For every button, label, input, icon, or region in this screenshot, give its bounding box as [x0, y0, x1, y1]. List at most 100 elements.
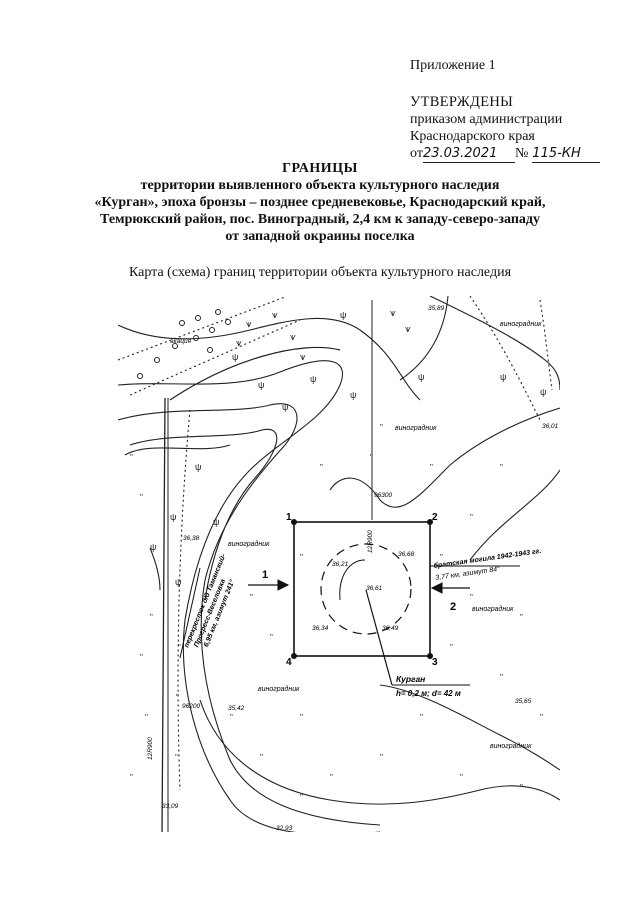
direction-2-label: братская могила 1942-1943 гг. 3,77 км, а… [433, 547, 542, 582]
contour-line [399, 296, 449, 381]
title-line-4: Темрюкский район, пос. Виноградный, 2,4 … [100, 212, 540, 227]
title-line-3: «Курган», эпоха бронзы – позднее среднев… [94, 195, 546, 210]
benchmark-label: 96200 [182, 703, 200, 710]
svg-text:": " [520, 783, 523, 792]
svg-text:": " [260, 753, 263, 762]
dotted-border [469, 296, 541, 421]
elevation-label: 35,42 [228, 705, 245, 712]
elevation-label: 35,89 [428, 305, 445, 312]
svg-text:": " [470, 513, 473, 522]
boundary-corners [291, 519, 433, 659]
kurgan-name: Курган [396, 674, 425, 684]
vineyard-label: виноградник [472, 605, 514, 613]
direction-1-number: 1 [262, 569, 268, 581]
dotted-border [177, 409, 191, 791]
elevation-label: 36,49 [382, 625, 399, 632]
svg-text:": " [300, 553, 303, 562]
svg-text:": " [380, 423, 383, 432]
approved-number: 115-КН [532, 145, 601, 163]
corner-label-4: 4 [286, 657, 292, 668]
svg-text:": " [420, 713, 423, 722]
svg-text:": " [250, 593, 253, 602]
direction-arrows [179, 565, 520, 659]
svg-text:": " [320, 463, 323, 472]
svg-text:": " [500, 673, 503, 682]
corner-label-1: 1 [286, 512, 292, 523]
title-line-5: от западной окраины поселка [225, 229, 415, 244]
svg-text:": " [130, 453, 133, 462]
contour-line [118, 403, 381, 826]
svg-text:": " [130, 773, 133, 782]
contour-line [469, 469, 560, 561]
svg-text:ψ: ψ [540, 387, 546, 397]
acacia-label: акация [170, 338, 192, 345]
direction-2-text-1: братская могила 1942-1943 гг. [433, 547, 542, 570]
road-line [169, 346, 341, 401]
svg-text:⩛: ⩛ [300, 352, 306, 363]
contour-line [199, 699, 560, 805]
vineyard-label: виноградник [395, 424, 437, 432]
road-line [161, 397, 166, 832]
svg-text:ψ: ψ [195, 462, 201, 472]
elevation-label: 36,34 [312, 625, 329, 632]
svg-text:": " [330, 773, 333, 782]
svg-text:": " [145, 713, 148, 722]
svg-text:": " [450, 643, 453, 652]
contour-line [124, 444, 231, 456]
vineyard-label: виноградник [500, 320, 542, 328]
svg-text:⩛: ⩛ [272, 310, 278, 321]
approved-from: от [410, 146, 423, 161]
contour-line [149, 547, 161, 591]
svg-text:ψ: ψ [340, 310, 346, 320]
elevation-label: 33,09 [162, 803, 179, 810]
road-code-label: 12R900 [367, 530, 374, 553]
approved-no: № [514, 146, 529, 161]
contour-line [118, 317, 421, 401]
kurgan-leader [365, 589, 393, 686]
kurgan-dimensions: h= 0,2 м; d= 42 м [396, 689, 461, 698]
svg-text:ψ: ψ [175, 577, 181, 587]
svg-text:": " [520, 613, 523, 622]
vegetation-symbols: ⩛ ⩛ ⩛ ⩛ ⩛ ⩛ ⩛ ψ ψ ψ ψ ψ ψ ψ ψ ψ ψ ψ ψ ψ … [130, 308, 546, 802]
road-code-label: 12R900 [147, 737, 154, 760]
svg-text:": " [176, 693, 179, 702]
svg-text:": " [380, 753, 383, 762]
svg-text:": " [460, 773, 463, 782]
svg-text:ψ: ψ [500, 372, 506, 382]
approved-line-2: Краснодарского края [410, 129, 535, 144]
document-title: ГРАНИЦЫ территории выявленного объекта к… [0, 160, 640, 245]
svg-text:⩛: ⩛ [405, 324, 411, 335]
svg-text:": " [370, 453, 373, 462]
boundary-polygon [293, 521, 431, 657]
svg-text:": " [440, 553, 443, 562]
elevation-label: 36,68 [398, 551, 415, 558]
title-line-2: территории выявленного объекта культурно… [140, 178, 500, 193]
svg-text:ψ: ψ [232, 352, 238, 362]
contour-line [129, 428, 278, 601]
contour-line [329, 407, 560, 508]
elevation-label: 36,61 [366, 585, 383, 592]
elevation-label: 35,65 [515, 698, 532, 705]
svg-text:": " [178, 643, 181, 652]
contour-line [429, 296, 560, 391]
svg-text:": " [470, 593, 473, 602]
approved-line-1: приказом администрации [410, 112, 563, 127]
elevation-label: 32,93 [276, 825, 293, 832]
svg-text:ψ: ψ [213, 517, 219, 527]
approved-title: УТВЕРЖДЕНЫ [410, 94, 514, 110]
direction-2-number: 2 [450, 601, 456, 613]
dotted-border [118, 296, 286, 361]
svg-text:ψ: ψ [170, 512, 176, 522]
svg-text:⩛: ⩛ [290, 332, 296, 343]
benchmark-label: 96300 [374, 492, 392, 499]
dotted-border [129, 319, 301, 396]
svg-text:ψ: ψ [418, 372, 424, 382]
corner-label-3: 3 [432, 657, 438, 668]
svg-text:ψ: ψ [258, 380, 264, 390]
contour-line [118, 360, 380, 832]
elevation-label: 36,38 [183, 535, 200, 542]
svg-text:": " [150, 613, 153, 622]
kurgan-outline [320, 543, 412, 635]
